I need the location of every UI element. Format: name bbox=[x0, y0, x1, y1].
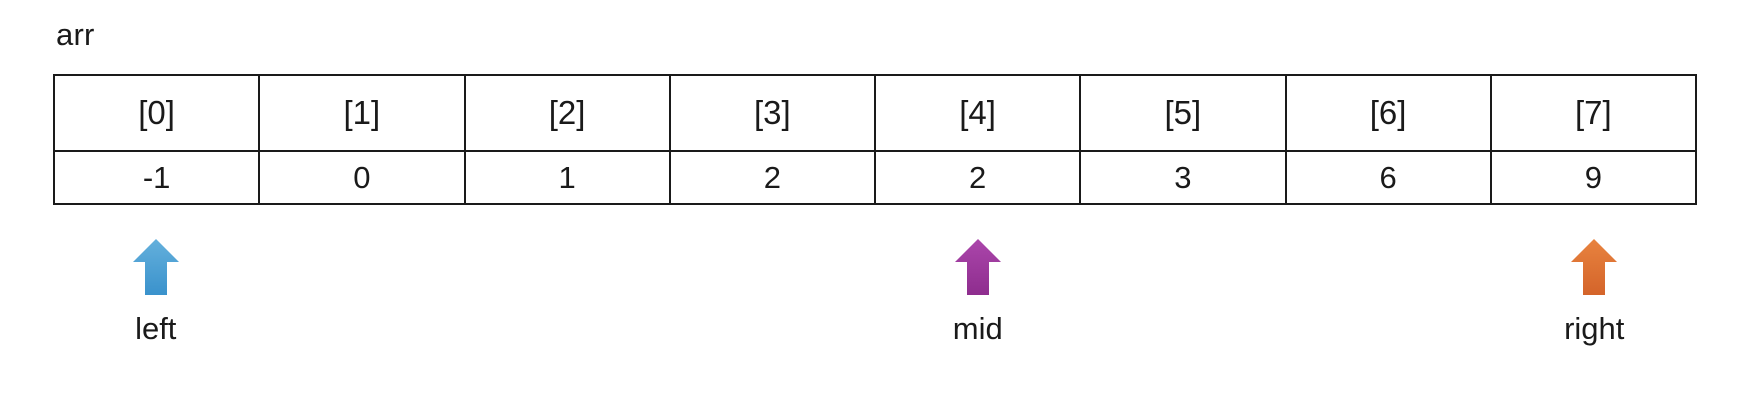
array-value-cell-5: 3 bbox=[1079, 150, 1287, 205]
array-table: [0] [1] [2] [3] [4] [5] [6] [7] -1 0 1 2… bbox=[52, 74, 1698, 205]
up-arrow-icon bbox=[954, 239, 1001, 295]
pointer-right: right bbox=[1534, 238, 1654, 347]
array-index-cell-6: [6] bbox=[1284, 74, 1492, 152]
array-value-cell-4: 2 bbox=[873, 150, 1082, 205]
array-value-cell-7: 9 bbox=[1489, 150, 1698, 205]
array-index-cell-2: [2] bbox=[463, 74, 671, 152]
pointer-mid: mid bbox=[918, 238, 1038, 347]
array-value-cell-6: 6 bbox=[1284, 150, 1492, 205]
array-value-cell-0: -1 bbox=[52, 150, 261, 205]
up-arrow-icon bbox=[132, 239, 179, 295]
array-name-label: arr bbox=[56, 17, 95, 52]
array-index-cell-4: [4] bbox=[873, 74, 1082, 152]
array-index-row: [0] [1] [2] [3] [4] [5] [6] [7] bbox=[52, 74, 1698, 152]
array-value-cell-2: 1 bbox=[463, 150, 671, 205]
array-index-cell-3: [3] bbox=[668, 74, 877, 152]
array-index-cell-1: [1] bbox=[258, 74, 466, 152]
array-value-cell-3: 2 bbox=[668, 150, 877, 205]
array-value-cell-1: 0 bbox=[258, 150, 466, 205]
pointer-right-label: right bbox=[1564, 311, 1625, 346]
array-value-row: -1 0 1 2 2 3 6 9 bbox=[52, 150, 1698, 205]
pointer-left-label: left bbox=[135, 311, 177, 346]
array-index-cell-7: [7] bbox=[1489, 74, 1698, 152]
pointer-mid-label: mid bbox=[952, 311, 1003, 346]
up-arrow-icon bbox=[1571, 239, 1618, 295]
array-index-cell-0: [0] bbox=[52, 74, 261, 152]
pointer-left: left bbox=[96, 238, 216, 347]
array-index-cell-5: [5] bbox=[1079, 74, 1287, 152]
